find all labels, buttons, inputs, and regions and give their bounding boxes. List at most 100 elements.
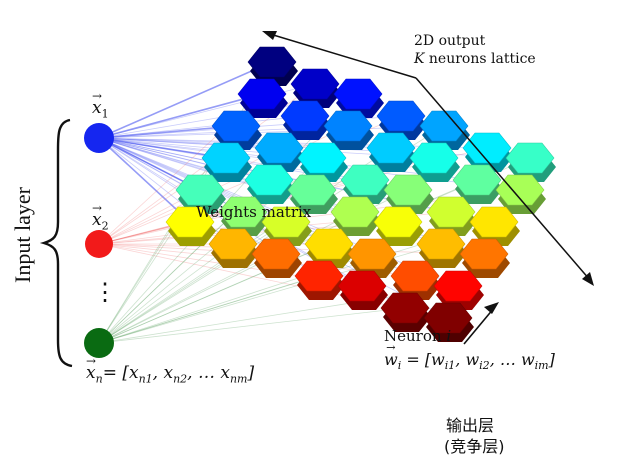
neuron-cell-top <box>426 196 476 228</box>
weight-connection-line <box>98 93 263 139</box>
neuron-cell <box>165 206 216 246</box>
neuron-cell <box>373 206 424 246</box>
neuron-cell-top <box>462 132 512 164</box>
neuron-cell-top <box>294 260 344 292</box>
x2-label: x2 <box>92 201 109 233</box>
neuron-cell <box>469 206 520 246</box>
neuron-cell-top <box>373 206 423 238</box>
xn-symbol: x <box>86 354 96 383</box>
neuron-cell-top <box>323 110 373 142</box>
weight-connection-line <box>98 137 191 223</box>
neuron-cell <box>287 174 338 214</box>
neuron-cell <box>366 132 417 172</box>
output-layer-caption: 输出层 <box>446 416 495 435</box>
neuron-cell-top <box>469 206 519 238</box>
x1-symbol: x <box>92 89 102 118</box>
neuron-cell-top <box>247 46 297 78</box>
neuron-cell <box>347 238 398 278</box>
wi-sub-m: im <box>534 359 549 373</box>
neuron-cell-top <box>287 174 337 206</box>
xn-rhs: = [x <box>102 363 139 383</box>
neuron-cell-top <box>416 228 466 260</box>
neuron-cell <box>304 228 355 268</box>
neuron-cell <box>426 196 477 236</box>
neuron-cell-top <box>237 78 287 110</box>
neuron-cell <box>297 142 348 182</box>
weight-connection-line <box>98 125 349 245</box>
neuron-cell-top <box>261 206 311 238</box>
neuron-cell-top <box>409 142 459 174</box>
neuron-pointer-arrow <box>463 302 499 345</box>
neuron-cell <box>290 68 341 108</box>
neuron-cell <box>280 100 331 140</box>
neuron-cell-top <box>208 228 258 260</box>
input-brace <box>39 118 73 368</box>
wi-sub-2: i2 <box>479 359 490 373</box>
neuron-cell-top <box>251 238 301 270</box>
input-node-x2 <box>85 230 113 258</box>
neuron-cell <box>337 270 388 310</box>
input-layer-label: Input layer <box>10 187 35 283</box>
xn-sub-2: n2 <box>173 372 188 386</box>
weight-connection-line <box>98 275 320 344</box>
xn-part-2: , x <box>152 363 174 383</box>
output-k-symbol: K <box>414 51 425 67</box>
neuron-cell <box>208 228 259 268</box>
neuron-cell <box>333 78 384 118</box>
wi-subscript: i <box>397 359 402 373</box>
neuron-cell <box>459 238 510 278</box>
neuron-cell-top <box>333 78 383 110</box>
neuron-cell-top <box>290 68 340 100</box>
neuron-cell <box>323 110 374 150</box>
wi-sub-1: i1 <box>444 359 456 373</box>
xn-subscript: n <box>95 372 103 386</box>
neuron-cell-top <box>383 174 433 206</box>
xn-close: ] <box>247 363 255 383</box>
neuron-cell-top <box>459 238 509 270</box>
neuron-cell <box>237 78 288 118</box>
neuron-cell-top <box>304 228 354 260</box>
wi-part-3: , … w <box>489 350 535 369</box>
neuron-cell <box>452 164 503 204</box>
neuron-cell <box>211 110 262 150</box>
output-extent-arrow <box>262 31 594 286</box>
neuron-cell <box>423 302 474 342</box>
neuron-cell-top <box>175 174 225 206</box>
weights-matrix-label: Weights matrix <box>196 203 312 221</box>
weight-connection-line <box>98 157 227 245</box>
neuron-cell-top <box>347 238 397 270</box>
neuron-cell-top <box>297 142 347 174</box>
neuron-cell <box>383 174 434 214</box>
weight-connection-line <box>98 125 237 139</box>
neuron-cell <box>254 132 305 172</box>
neuron-cell-top <box>201 142 251 174</box>
output-subtitle: K neurons lattice <box>414 51 536 67</box>
neuron-cell <box>201 142 252 182</box>
xn-equation: xn= [xn1, xn2, … xnm] <box>86 354 255 386</box>
neuron-cell <box>218 196 269 236</box>
neuron-cell <box>261 206 312 246</box>
neuron-cell <box>330 196 381 236</box>
neuron-cell-top <box>505 142 555 174</box>
neuron-cell <box>340 164 391 204</box>
x1-label: x1 <box>92 89 109 121</box>
xn-sub-1: n1 <box>138 372 153 386</box>
neuron-cell <box>409 142 460 182</box>
neuron-cell <box>495 174 546 214</box>
weight-connection-line <box>98 61 273 139</box>
neuron-cell <box>244 164 295 204</box>
neuron-cell <box>433 270 484 310</box>
weight-connection-line <box>98 243 234 344</box>
neuron-label: Neuron i <box>384 327 451 345</box>
neuron-label-text: Neuron <box>384 327 442 345</box>
neuron-cell-top <box>330 196 380 228</box>
output-subtitle-rest: neurons lattice <box>424 51 536 67</box>
neuron-cell-top <box>337 270 387 302</box>
neuron-cell <box>505 142 556 182</box>
neuron-cell-top <box>244 164 294 196</box>
neuron-cell-top <box>366 132 416 164</box>
x2-symbol: x <box>92 201 102 230</box>
neuron-cell-top <box>218 196 268 228</box>
neuron-index: i <box>446 327 452 345</box>
neuron-cell-top <box>423 302 473 334</box>
